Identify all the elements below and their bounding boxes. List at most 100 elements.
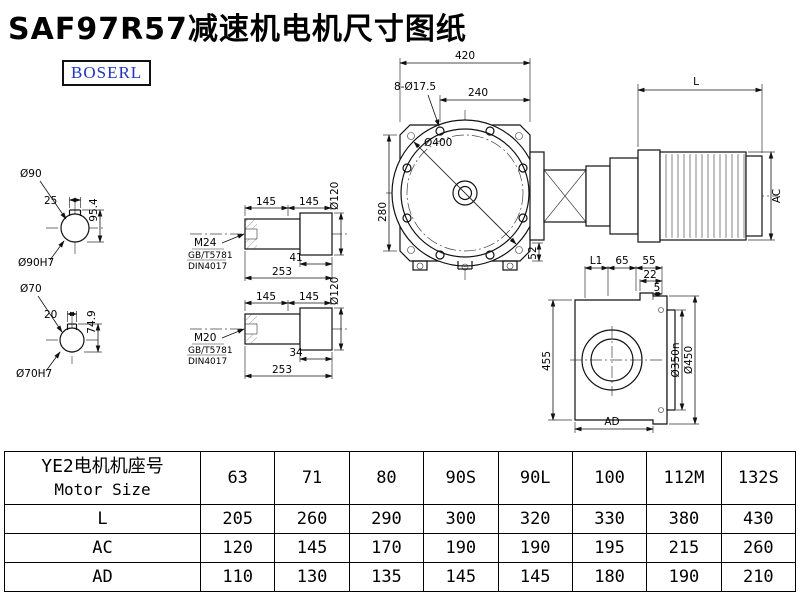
table-cell: 260 (274, 504, 350, 534)
table-cell: 170 (348, 533, 425, 563)
table-cell: 135 (348, 562, 425, 592)
table-cell: 300 (423, 504, 499, 534)
dim-145-d: 145 (299, 291, 319, 303)
dim-145-c: 145 (256, 291, 276, 303)
bolt-thread-m24: M24 (194, 237, 217, 249)
dim-bore-d70h7: Ø70H7 (16, 368, 52, 380)
dim-L: L (693, 76, 699, 88)
col-header: 100 (571, 451, 648, 505)
bolt-std-gb-top: GB/T5781 (188, 251, 233, 261)
bolt-std-din-bottom: DIN4017 (188, 357, 227, 367)
brand-logo: BOSERL (62, 60, 152, 86)
table-cell: 215 (646, 533, 722, 563)
table-cell: 130 (274, 562, 350, 592)
motor-size-header-cell: YE2电机机座号 Motor Size (4, 451, 201, 505)
row-label-cell: AC (4, 533, 201, 563)
table-cell: 430 (720, 504, 797, 534)
adapter-plate (529, 151, 545, 241)
dim-5: 5 (654, 282, 661, 294)
table-cell: 145 (423, 562, 499, 592)
dim-34: 34 (289, 347, 303, 359)
table-cell: 320 (497, 504, 573, 534)
dim-55: 55 (642, 255, 655, 267)
table-cell: 120 (199, 533, 276, 563)
motor-size-table: YE2电机机座号 Motor Size 63 71 80 90S 90L 100… (4, 451, 797, 592)
dim-52: 52 (527, 246, 539, 259)
table-cell: 110 (199, 562, 276, 592)
shaft-collar-top (299, 212, 333, 256)
dim-240: 240 (468, 87, 488, 99)
dim-d400: Ø400 (424, 137, 452, 149)
table-cell: 330 (571, 504, 648, 534)
dim-shaft-d70: Ø70 (20, 283, 42, 295)
dim-22: 22 (643, 269, 656, 281)
table-cell: 205 (199, 504, 276, 534)
dim-height-954: 95.4 (88, 198, 100, 222)
gearbox-side-outline (574, 292, 668, 425)
gearbox-output-side-view: L1 65 55 22 5 455 Ø350n Ø450 AD (541, 255, 699, 433)
shaft-section-90-view: 25 Ø90 95.4 Ø90H7 (18, 168, 104, 269)
dim-bore-d90h7: Ø90H7 (18, 257, 54, 269)
table-cell: 180 (571, 562, 648, 592)
flange-front-view: Ø400 420 240 8-Ø17.5 280 52 (377, 50, 548, 280)
dim-d120-bottom: Ø120 (329, 277, 341, 305)
shaft-90-circle (60, 213, 90, 243)
dim-AC: AC (771, 189, 783, 203)
bolt-thread-m20: M20 (194, 332, 216, 344)
table-cell: 260 (720, 533, 797, 563)
col-header: 90S (423, 451, 499, 505)
motor-side-view: L AC (529, 76, 783, 243)
col-header: 132S (720, 451, 797, 505)
shaft-side-view-bottom: 145 145 Ø120 M20 GB/T5781 DIN4017 34 253 (187, 277, 348, 379)
motor-size-header-cn: YE2电机机座号 (41, 456, 164, 477)
brand-logo-text: BOSERL (71, 63, 143, 82)
dim-8xd175: 8-Ø17.5 (394, 81, 436, 93)
dim-65: 65 (615, 255, 628, 267)
dim-d120-top: Ø120 (329, 182, 341, 210)
table-cell: 195 (571, 533, 648, 563)
table-row-AC: AC 120 145 170 190 190 195 215 260 (4, 533, 797, 563)
dim-shaft-d90: Ø90 (20, 168, 42, 180)
dim-AD: AD (604, 416, 619, 428)
dim-280: 280 (377, 202, 389, 222)
table-row-AD: AD 110 130 135 145 145 180 190 210 (4, 562, 797, 592)
dim-41: 41 (289, 252, 302, 264)
col-header: 112M (646, 451, 722, 505)
page-title: SAF97R57减速机电机尺寸图纸 (8, 12, 467, 47)
motor-endbell (637, 149, 661, 243)
table-cell: 190 (646, 562, 722, 592)
fan-cover (745, 155, 763, 237)
shaft-70-circle (59, 327, 85, 353)
table-cell: 290 (348, 504, 425, 534)
dim-253-bottom: 253 (272, 364, 292, 376)
table-row-L: L 205 260 290 300 320 330 380 430 (4, 504, 797, 534)
dim-d350: Ø350n (670, 343, 682, 378)
col-header: 71 (274, 451, 350, 505)
dim-455: 455 (541, 351, 553, 371)
dim-L1: L1 (590, 255, 603, 267)
table-cell: 145 (274, 533, 350, 563)
row-label-cell: L (4, 504, 201, 534)
table-cell: 210 (720, 562, 797, 592)
bolt-std-gb-bottom: GB/T5781 (188, 346, 233, 356)
dim-145-a: 145 (256, 196, 276, 208)
motor-body (659, 151, 747, 241)
col-header: 80 (348, 451, 425, 505)
table-cell: 380 (646, 504, 722, 534)
dim-key-width-90: 25 (44, 195, 57, 207)
shaft-collar-bottom (299, 307, 333, 351)
row-label-cell: AD (4, 562, 201, 592)
col-header: 90L (497, 451, 573, 505)
dim-420: 420 (455, 50, 475, 62)
bolt-std-din-top: DIN4017 (188, 262, 227, 272)
shaft-side-view-top: 145 145 Ø120 M24 GB/T5781 DIN4017 41 253 (187, 182, 348, 281)
output-spigot (666, 309, 676, 411)
shaft-section-70-view: 20 Ø70 74.9 Ø70H7 (16, 283, 102, 380)
table-cell: 145 (497, 562, 573, 592)
table-header-row: YE2电机机座号 Motor Size 63 71 80 90S 90L 100… (4, 451, 797, 505)
technical-drawing: 25 Ø90 95.4 Ø90H7 20 Ø70 74.9 Ø70H7 (16, 50, 783, 433)
motor-size-header-en: Motor Size (54, 480, 151, 499)
motor-cooling-fins (665, 154, 745, 238)
dim-d450: Ø450 (683, 346, 695, 374)
